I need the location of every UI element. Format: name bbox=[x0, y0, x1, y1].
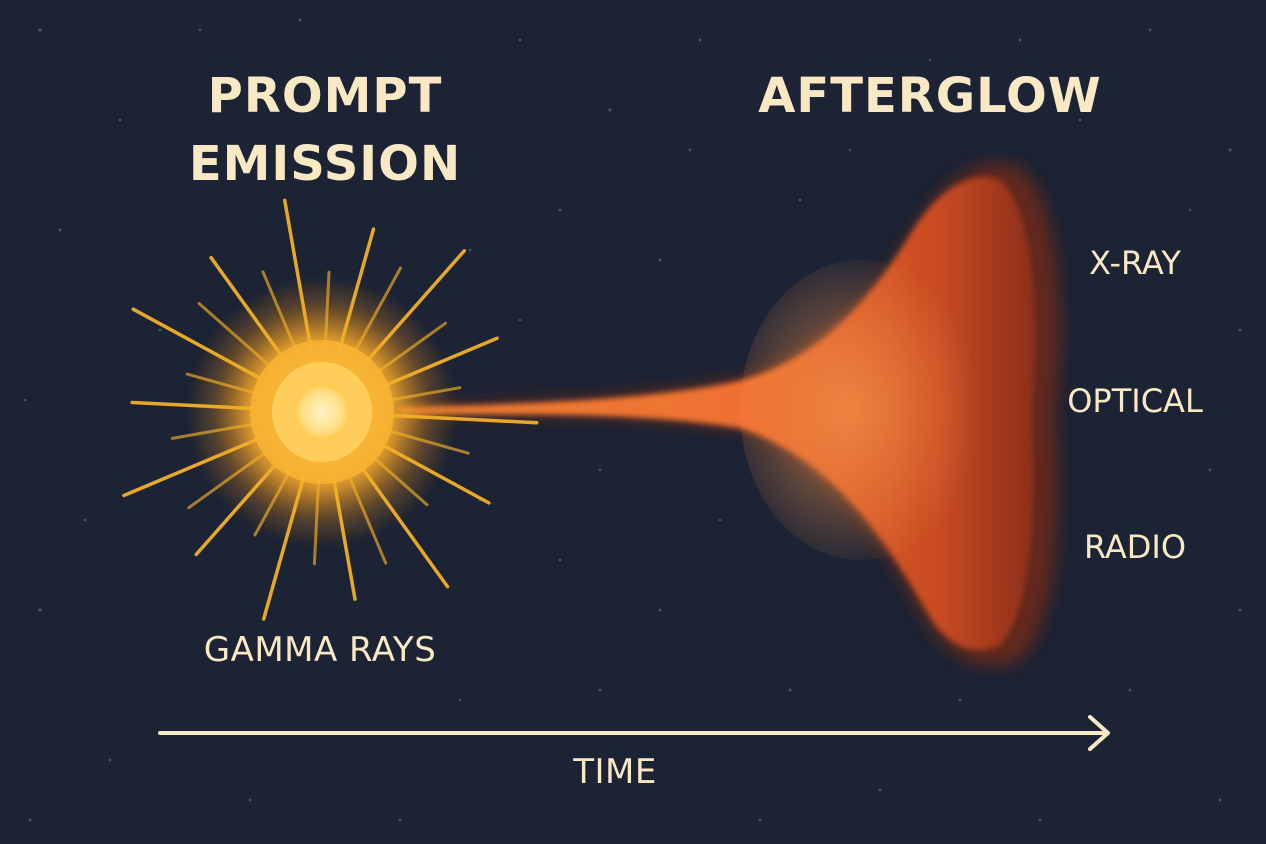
burst-ray bbox=[349, 266, 402, 361]
burst-ray bbox=[253, 463, 295, 537]
prompt-title-line1: PROMPT bbox=[207, 68, 443, 124]
radio-label: RADIO bbox=[1083, 528, 1187, 566]
optical-label: OPTICAL bbox=[1067, 382, 1203, 420]
prompt-emission-title: PROMPT EMISSION bbox=[160, 62, 490, 198]
gamma-rays-label: GAMMA RAYS bbox=[203, 630, 437, 670]
burst-ray bbox=[369, 321, 447, 379]
burst-ray bbox=[380, 413, 539, 425]
burst-ray bbox=[379, 386, 462, 404]
x-ray-label: X-RAY bbox=[1089, 244, 1181, 282]
burst-ray bbox=[359, 249, 467, 369]
prompt-title-line2: EMISSION bbox=[188, 136, 462, 192]
star-field bbox=[23, 18, 1242, 822]
burst-ray bbox=[323, 270, 331, 354]
burst-ray bbox=[130, 400, 264, 411]
burst-ray bbox=[170, 420, 265, 440]
burst-ray bbox=[122, 433, 269, 498]
burst-ray bbox=[282, 198, 314, 355]
burst-ray bbox=[261, 270, 301, 359]
burst-core bbox=[294, 384, 350, 440]
burst-ray bbox=[365, 450, 429, 507]
burst-ray bbox=[209, 255, 289, 366]
burst-ray bbox=[336, 227, 376, 356]
burst-ray bbox=[312, 470, 321, 566]
burst-ray bbox=[187, 445, 275, 510]
burst-ray bbox=[185, 372, 266, 398]
burst-ray bbox=[372, 438, 491, 505]
burst-ray bbox=[355, 458, 450, 589]
afterglow-cone bbox=[400, 163, 1060, 666]
burst-ray bbox=[343, 465, 388, 565]
burst-ray bbox=[378, 426, 470, 455]
time-arrow-icon bbox=[158, 715, 1110, 751]
burst-ray bbox=[375, 336, 499, 391]
burst-ray bbox=[194, 455, 285, 557]
sun-burst-icon bbox=[122, 198, 539, 621]
burst-ray bbox=[330, 469, 357, 601]
time-axis-label: TIME bbox=[573, 752, 657, 792]
burst-ray bbox=[131, 307, 272, 386]
burst-ray bbox=[197, 302, 279, 374]
afterglow-title: AFTERGLOW bbox=[758, 68, 1102, 124]
burst-ray bbox=[261, 468, 308, 621]
